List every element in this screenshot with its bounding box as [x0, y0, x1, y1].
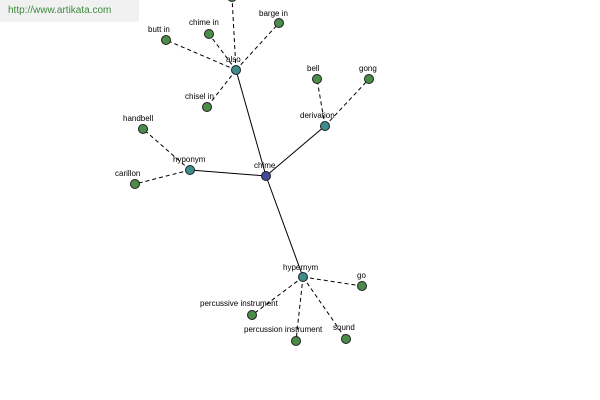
word-label-chime-in[interactable]: chime in: [189, 18, 219, 27]
center-node-chime[interactable]: [261, 171, 271, 181]
relation-node-hyponym[interactable]: [185, 165, 195, 175]
edge-hyponym-handbell: [142, 128, 191, 171]
word-node-offscreen-0[interactable]: [228, 0, 237, 2]
word-label-handbell[interactable]: handbell: [123, 114, 153, 123]
word-node-chisel-in[interactable]: [202, 102, 212, 112]
relation-label-hyponym[interactable]: hyponym: [173, 155, 206, 164]
site-banner: http://www.artikata.com: [0, 0, 139, 22]
word-node-gong[interactable]: [364, 74, 374, 84]
word-label-sound[interactable]: sound: [333, 323, 355, 332]
word-node-percussive-instrument[interactable]: [247, 310, 257, 320]
edge-hypernym-sound: [302, 276, 347, 340]
edge-hyponym-carillon: [134, 169, 191, 185]
edge-chime-hypernym: [265, 175, 304, 278]
word-node-percussion-instrument[interactable]: [291, 336, 301, 346]
word-label-carillon[interactable]: carillon: [115, 169, 140, 178]
node-layer: butt in chime in barge in chisel in bell gong…: [115, 0, 377, 346]
word-node-handbell[interactable]: [138, 124, 148, 134]
edge-hypernym-percussive-instrument: [251, 276, 304, 316]
word-label-go[interactable]: go: [357, 271, 366, 280]
edge-hypernym-go: [302, 276, 363, 287]
edge-also-chisel-in: [206, 69, 237, 108]
site-url-link[interactable]: http://www.artikata.com: [8, 5, 112, 16]
word-label-percussive-instrument[interactable]: percussive instrument: [200, 299, 279, 308]
relation-label-derivation[interactable]: derivation: [300, 111, 335, 120]
word-label-barge-in[interactable]: barge in: [259, 9, 288, 18]
word-node-chime-in[interactable]: [204, 29, 214, 39]
relation-node-hypernym[interactable]: [298, 272, 308, 282]
edge-chime-also: [235, 69, 267, 177]
edge-chime-hyponym: [189, 169, 267, 177]
relation-node-also[interactable]: [231, 65, 241, 75]
edge-chime-derivation: [265, 125, 326, 177]
word-node-barge-in[interactable]: [274, 18, 284, 28]
relation-label-also[interactable]: also: [226, 55, 241, 64]
edge-hypernym-percussion-instrument: [295, 276, 304, 342]
center-label-chime[interactable]: chime: [254, 161, 276, 170]
relation-node-derivation[interactable]: [320, 121, 330, 131]
edge-also-butt-in: [165, 39, 237, 71]
word-node-bell[interactable]: [312, 74, 322, 84]
edge-derivation-bell: [316, 78, 326, 127]
edge-also-chime-in: [208, 33, 237, 71]
word-node-butt-in[interactable]: [161, 35, 171, 45]
word-label-butt-in[interactable]: butt in: [148, 25, 170, 34]
word-label-chisel-in[interactable]: chisel in: [185, 92, 214, 101]
word-label-bell[interactable]: bell: [307, 64, 320, 73]
relation-label-hypernym[interactable]: hypernym: [283, 263, 318, 272]
edge-also-offscreen-0: [231, 0, 237, 71]
word-label-gong[interactable]: gong: [359, 64, 377, 73]
edge-derivation-gong: [324, 78, 370, 127]
word-label-percussion-instrument[interactable]: percussion instrument: [244, 325, 323, 334]
word-node-carillon[interactable]: [130, 179, 140, 189]
word-node-sound[interactable]: [341, 334, 351, 344]
edge-also-barge-in: [235, 22, 280, 71]
edge-layer: [134, 0, 370, 342]
word-node-go[interactable]: [357, 281, 367, 291]
